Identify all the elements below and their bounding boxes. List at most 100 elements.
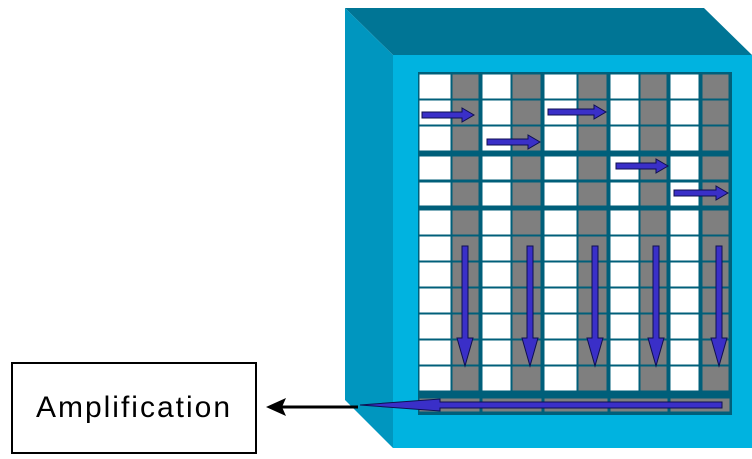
pixel-cell	[669, 73, 700, 100]
pixel-cell	[481, 313, 512, 340]
pixel-cell	[511, 155, 542, 181]
vertical-shift-arrow	[647, 245, 665, 368]
pixel-cell	[543, 73, 578, 100]
pixel-cell	[481, 261, 512, 288]
pixel-cell	[609, 365, 640, 392]
pixel-cell	[669, 125, 700, 152]
pixel-cell	[669, 339, 700, 366]
serial-readout-arrow-shape	[359, 398, 723, 412]
pixel-cell	[669, 235, 700, 262]
pixel-cell	[543, 313, 578, 340]
pixel-cell	[639, 181, 668, 207]
pixel-cell	[701, 125, 730, 152]
chip-top-face	[345, 8, 752, 55]
pixel-cell	[418, 365, 452, 392]
pixel-cell	[669, 209, 700, 236]
pixel-cell	[511, 209, 542, 236]
pixel-cell	[577, 155, 608, 181]
pixel-cell	[669, 155, 700, 181]
pixel-cell	[609, 181, 640, 207]
pixel-cell	[701, 155, 730, 181]
output-to-amplifier-arrow	[266, 398, 358, 416]
pixel-cell	[418, 339, 452, 366]
pixel-cell	[511, 181, 542, 207]
horizontal-shift-arrows	[421, 104, 729, 201]
pixel-cell	[577, 73, 608, 100]
pixel-cell	[451, 181, 480, 207]
pixel-cell	[418, 209, 452, 236]
pixel-cell	[543, 209, 578, 236]
pixel-cell	[701, 209, 730, 236]
pixel-cell	[481, 99, 512, 126]
pixel-cell	[481, 209, 512, 236]
pixel-cell	[543, 365, 578, 392]
pixel-cell	[511, 99, 542, 126]
pixel-cell	[451, 125, 480, 152]
pixel-cell	[481, 365, 512, 392]
output-arrow-head	[266, 398, 286, 416]
pixel-cell	[418, 125, 452, 152]
pixel-cell	[543, 339, 578, 366]
vertical-shift-arrow	[586, 245, 604, 368]
pixel-cell	[609, 235, 640, 262]
pixel-cell	[609, 261, 640, 288]
horizontal-shift-arrow	[547, 104, 607, 120]
pixel-cell	[481, 155, 512, 181]
chip-side-face	[345, 8, 393, 448]
pixel-cell	[577, 181, 608, 207]
pixel-cell	[543, 261, 578, 288]
pixel-cell	[701, 365, 730, 392]
horizontal-shift-arrow	[486, 134, 541, 150]
pixel-cell	[418, 181, 452, 207]
vertical-shift-arrow	[710, 245, 728, 368]
amplification-box: Amplification	[11, 362, 257, 454]
serial-readout-arrow	[359, 398, 723, 412]
pixel-cell	[543, 235, 578, 262]
pixel-cell	[418, 287, 452, 314]
pixel-cell	[701, 99, 730, 126]
pixel-cell	[451, 155, 480, 181]
pixel-cell	[418, 313, 452, 340]
pixel-cell	[577, 125, 608, 152]
pixel-cell	[418, 261, 452, 288]
pixel-cell	[451, 365, 480, 392]
pixel-cell	[511, 73, 542, 100]
pixel-cell	[418, 235, 452, 262]
pixel-cell	[701, 73, 730, 100]
pixel-cell	[669, 99, 700, 126]
pixel-cell	[481, 287, 512, 314]
pixel-cell	[577, 365, 608, 392]
pixel-cell	[481, 339, 512, 366]
pixel-cell	[543, 125, 578, 152]
pixel-cell	[511, 365, 542, 392]
pixel-cell	[609, 99, 640, 126]
pixel-cell	[609, 209, 640, 236]
horizontal-shift-arrow	[673, 185, 729, 201]
vertical-shift-arrows	[456, 245, 728, 368]
pixel-cell	[609, 287, 640, 314]
horizontal-shift-arrow	[421, 107, 475, 123]
pixel-cell	[543, 181, 578, 207]
horizontal-shift-arrow	[615, 158, 669, 174]
pixel-cell	[481, 235, 512, 262]
pixel-cell	[481, 73, 512, 100]
vertical-shift-arrow	[456, 245, 474, 368]
amplification-label: Amplification	[35, 391, 233, 424]
pixel-cell	[418, 155, 452, 181]
pixel-cell	[609, 73, 640, 100]
pixel-cell	[639, 365, 668, 392]
pixel-cell	[609, 313, 640, 340]
pixel-cell	[669, 261, 700, 288]
pixel-cell	[481, 181, 512, 207]
pixel-cell	[451, 73, 480, 100]
pixel-cell	[577, 209, 608, 236]
pixel-cell	[639, 99, 668, 126]
pixel-cell	[543, 287, 578, 314]
pixel-cell	[639, 73, 668, 100]
pixel-cell	[639, 125, 668, 152]
vertical-shift-arrow	[521, 245, 539, 368]
pixel-cell	[609, 339, 640, 366]
pixel-cell	[669, 313, 700, 340]
